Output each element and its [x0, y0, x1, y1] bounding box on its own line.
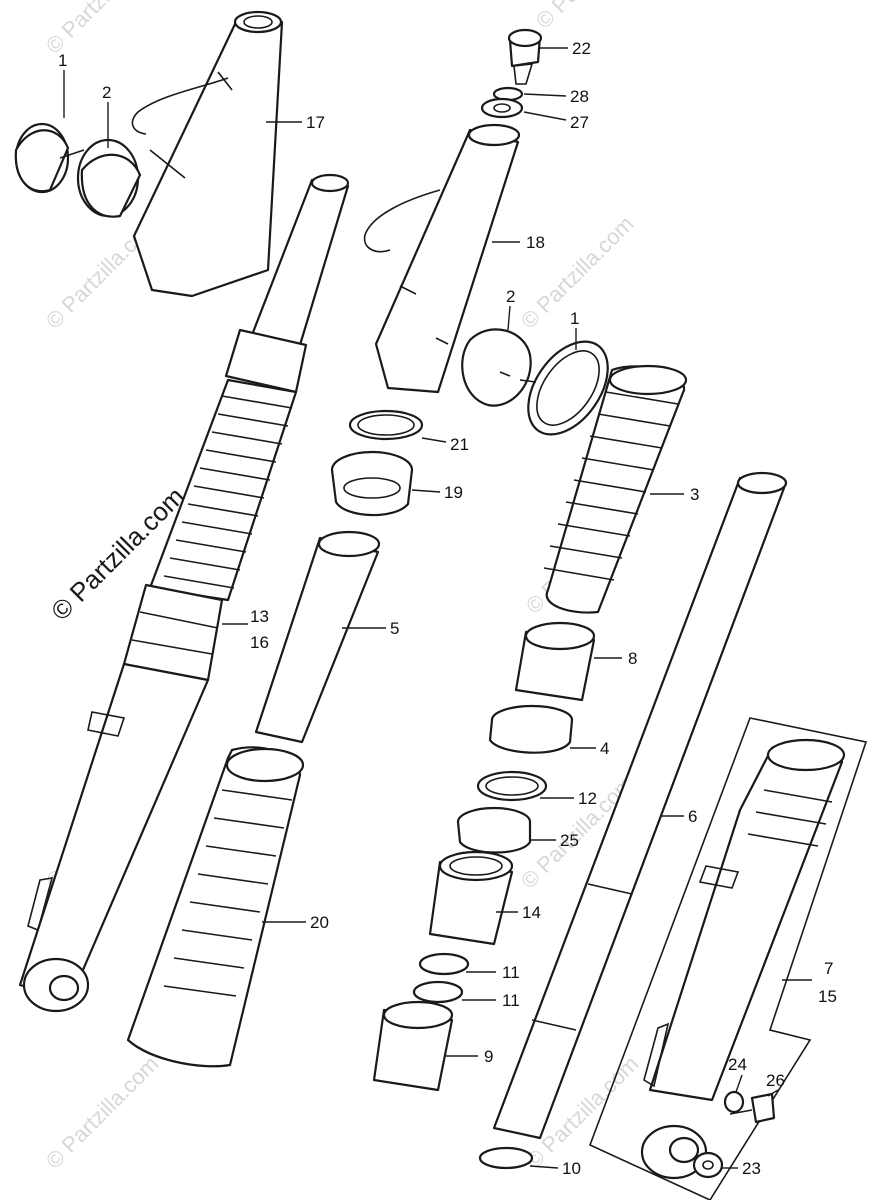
callout-18: 18 [526, 233, 545, 252]
callout-6: 6 [688, 807, 697, 826]
part-9-bushing [372, 1000, 454, 1092]
callout-3: 3 [690, 485, 699, 504]
part-19-seal [330, 450, 414, 517]
callout-1: 1 [570, 309, 579, 328]
part-11-circlip-a [418, 952, 470, 976]
part-27-washer [480, 97, 524, 119]
watermark: © Partzilla.com [531, 0, 654, 34]
part-26-bolt [729, 1092, 776, 1124]
callout-1: 1 [58, 51, 67, 70]
callout-7: 7 [824, 959, 833, 978]
leader-lines [63, 47, 812, 1169]
callout-23: 23 [742, 1159, 761, 1178]
callout-labels: 1 2 17 22 28 27 18 2 1 21 19 3 13 16 5 8… [58, 39, 837, 1178]
callout-2: 2 [506, 287, 515, 306]
callout-22: 22 [572, 39, 591, 58]
part-23-washer [692, 1151, 724, 1179]
part-2-reflector-case-left [76, 138, 186, 218]
part-22-bolt [507, 28, 543, 85]
callout-4: 4 [600, 739, 609, 758]
part-1-reflector-left [14, 122, 85, 194]
part-3-fork-spring [543, 364, 688, 614]
part-4-seal [488, 704, 574, 754]
callout-16: 16 [250, 633, 269, 652]
callout-17: 17 [306, 113, 325, 132]
callout-25: 25 [560, 831, 579, 850]
callout-8: 8 [628, 649, 637, 668]
part-12-ring [476, 770, 548, 802]
callout-12: 12 [578, 789, 597, 808]
part-6-inner-tube [492, 471, 788, 1140]
callout-28: 28 [570, 87, 589, 106]
callout-11: 11 [502, 963, 520, 982]
part-1-reflector-right [519, 340, 609, 436]
part-10-ring [478, 1146, 534, 1170]
callout-10: 10 [562, 1159, 581, 1178]
callout-20: 20 [310, 913, 329, 932]
part-7-15-outer-tube [588, 717, 868, 1200]
callout-9: 9 [484, 1047, 493, 1066]
callout-27: 27 [570, 113, 589, 132]
part-24-washer [723, 1090, 745, 1114]
part-21-ring [348, 409, 424, 441]
callout-11: 11 [502, 991, 520, 1010]
callout-13: 13 [250, 607, 269, 626]
part-8-piston [514, 621, 596, 702]
part-13-16-fork-assembly-left [18, 173, 350, 1013]
watermark: © Partzilla.com [41, 0, 164, 59]
callout-21: 21 [450, 435, 469, 454]
part-11-circlip-b [412, 980, 464, 1004]
callout-19: 19 [444, 483, 463, 502]
part-18-upper-cover-right [363, 123, 521, 394]
part-25-seal [456, 806, 532, 854]
part-17-upper-cover-left [131, 10, 284, 298]
callout-26: 26 [766, 1071, 785, 1090]
callout-15: 15 [818, 987, 837, 1006]
watermark: © Partzilla.com [41, 1051, 164, 1174]
part-5-spacer-tube [254, 530, 381, 744]
callout-14: 14 [522, 903, 541, 922]
part-20-fork-boot [126, 746, 305, 1068]
callout-5: 5 [390, 619, 399, 638]
callout-2: 2 [102, 83, 111, 102]
callout-24: 24 [728, 1055, 747, 1074]
part-14-bushing [428, 850, 514, 946]
part-2-reflector-case-right [461, 328, 532, 407]
